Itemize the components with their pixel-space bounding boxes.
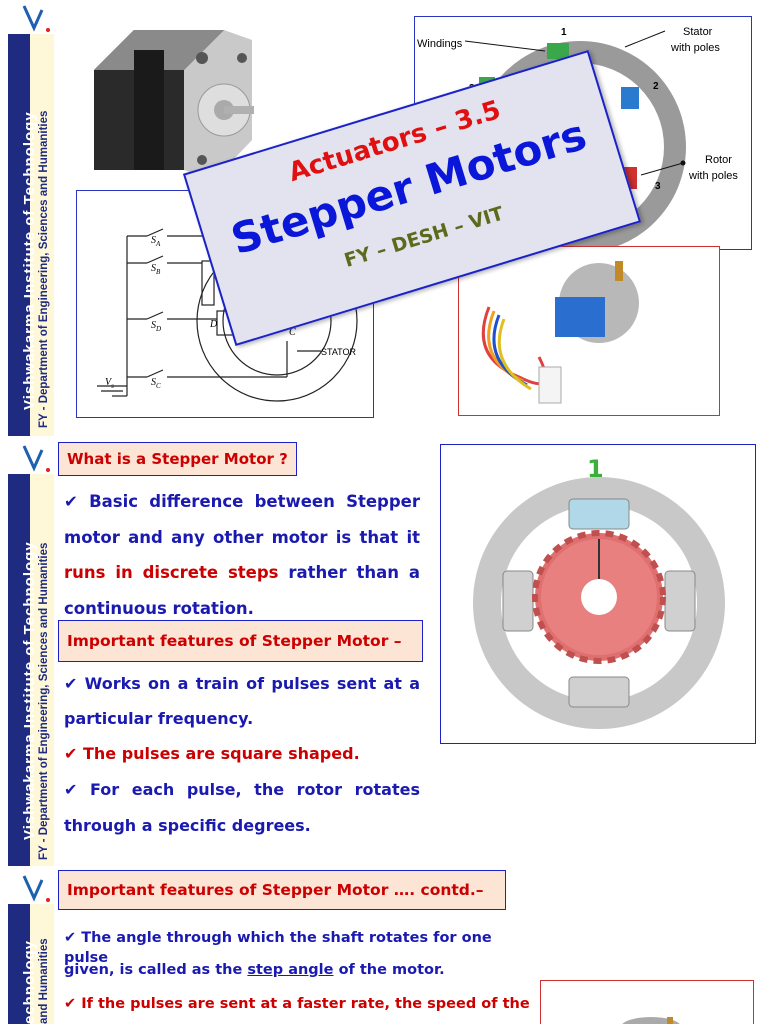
pole-2-label: 2 — [653, 81, 659, 92]
features-header-text: Important features of Stepper Motor – — [67, 632, 402, 650]
stator-label: Stator — [683, 26, 713, 38]
feature-2-text: The pulses are square shaped. — [82, 744, 360, 763]
institute-name: Vishwakarma Institute of Technology — [21, 541, 38, 840]
department-name: FY - Department of Engineering, Sciences… — [38, 110, 50, 428]
features-contd-header: Important features of Stepper Motor …. c… — [58, 870, 506, 910]
slide-2: Vishwakarma Institute of Technology FY -… — [0, 440, 768, 866]
rotor-label: Rotor — [705, 154, 732, 166]
pulse-rate-line: ✔ If the pulses are sent at a faster rat… — [64, 996, 530, 1012]
stepper-animation: 1 — [440, 444, 756, 744]
feature-2: ✔ The pulses are square shaped. — [64, 736, 420, 771]
motor-photo — [74, 10, 254, 190]
supply-label: Vs — [105, 377, 114, 390]
check-icon: ✔ — [64, 674, 78, 693]
step-angle-text-b: of the motor. — [338, 962, 445, 978]
sidebar: Vishwakarma Institute of Technology FY -… — [8, 440, 54, 866]
sidebar-band-yellow — [30, 34, 54, 436]
institute-name-partial: echnology — [21, 939, 38, 1024]
sidebar-band — [8, 34, 30, 436]
what-is-header-text: What is a Stepper Motor ? — [67, 450, 288, 468]
feature-3-text: For each pulse, the rotor rotates throug… — [64, 780, 420, 835]
partial-motor-photo — [540, 980, 754, 1024]
c-label: C — [289, 327, 296, 338]
institute-name: Vishwakarma Institute of Technology — [21, 111, 38, 410]
sidebar: Vishwakarma Institute of Technology FY -… — [8, 0, 54, 436]
logo — [8, 870, 54, 904]
sidebar-band — [8, 904, 30, 1024]
switch-b-label: SB — [151, 263, 161, 276]
switch-d-label: SD — [151, 320, 161, 333]
sidebar-band-yellow — [30, 904, 54, 1024]
definition-paragraph: ✔ Basic difference between Stepper motor… — [64, 484, 420, 626]
check-icon: ✔ — [64, 492, 78, 511]
feature-1-text: Works on a train of pulses sent at a par… — [64, 674, 420, 728]
rotor-poles-label: with poles — [688, 170, 738, 182]
check-icon: ✔ — [64, 780, 78, 799]
step-number-label: 1 — [587, 455, 604, 483]
step-angle-term: step angle — [247, 962, 334, 978]
slide-3: echnology and Humanities Important featu… — [0, 870, 768, 1024]
logo-icon — [22, 5, 50, 32]
switch-a-label: SA — [151, 235, 161, 248]
logo — [8, 440, 54, 474]
geared-stepper-image — [481, 261, 639, 404]
small-motor-photo — [458, 246, 720, 416]
features-contd-header-text: Important features of Stepper Motor …. c… — [67, 881, 484, 899]
definition-highlight: runs in discrete steps — [64, 563, 279, 582]
check-icon: ✔ — [64, 744, 78, 763]
step-angle-line-1: ✔ The angle through which the shaft rota… — [64, 930, 492, 966]
partial-motor-image — [622, 1017, 680, 1024]
features-header: Important features of Stepper Motor – — [58, 620, 423, 662]
step-angle-text-a: given, is called as the — [64, 962, 243, 978]
logo-icon — [22, 875, 50, 902]
stator-circuit-label: STATOR — [321, 347, 357, 357]
what-is-header: What is a Stepper Motor ? — [58, 442, 297, 476]
d-label: D — [209, 319, 218, 330]
feature-3: ✔ For each pulse, the rotor rotates thro… — [64, 772, 420, 844]
feature-1: ✔ Works on a train of pulses sent at a p… — [64, 666, 420, 736]
sidebar: echnology and Humanities — [8, 870, 54, 1024]
stepper-animation-image: 1 — [473, 455, 725, 729]
windings-label: Windings — [417, 38, 463, 50]
logo — [8, 0, 54, 34]
department-name-partial: and Humanities — [38, 938, 50, 1024]
definition-text-a: Basic difference between Stepper motor a… — [64, 492, 420, 547]
sidebar-band — [8, 474, 30, 866]
stepper-motor-image — [94, 30, 254, 180]
logo-icon — [22, 445, 50, 472]
switch-c-label: SC — [151, 377, 161, 390]
step-angle-line-2: given, is called as the step angle of th… — [64, 960, 534, 980]
slide-1: Vishwakarma Institute of Technology FY -… — [0, 0, 768, 436]
stator-poles-label: with poles — [670, 42, 720, 54]
pole-3-label: 3 — [655, 181, 661, 192]
pole-1-label: 1 — [561, 27, 567, 38]
department-name: FY - Department of Engineering, Sciences… — [38, 542, 50, 860]
definition-text-b: rather than a continuous rotation. — [64, 563, 420, 618]
sidebar-band-yellow — [30, 474, 54, 866]
